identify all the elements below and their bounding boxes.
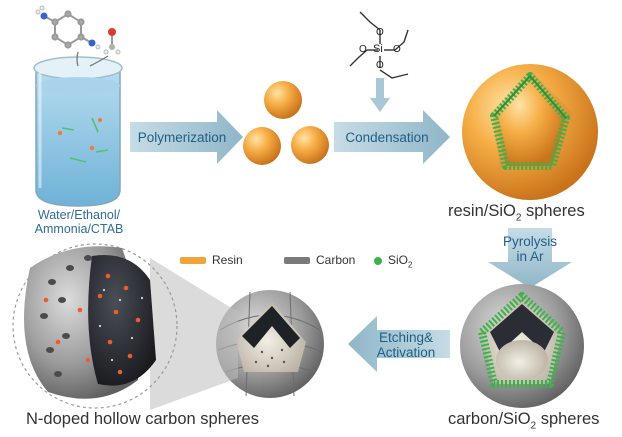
pyrolysis-arrow [488, 228, 572, 288]
teos-o-bottom: O [376, 60, 384, 71]
pyrolysis-line1: Pyrolysis [502, 234, 557, 249]
polymerization-arrow [130, 110, 243, 164]
legend-resin-swatch [180, 257, 206, 264]
beaker-label-line2: Ammonia/CTAB [34, 222, 124, 236]
etching-line1: Etching& [378, 330, 434, 345]
condensation-label: Condensation [345, 130, 429, 145]
teos-si-label: Si [373, 43, 383, 55]
carbon-sio2-caption-sub: 2 [530, 420, 537, 432]
legend-carbon-swatch [284, 257, 310, 264]
resin-sio2-caption-prefix: resin/SiO [448, 202, 516, 220]
beaker [33, 56, 123, 207]
magnified-sphere [12, 243, 178, 409]
legend-sio2-swatch [374, 257, 382, 265]
teos-o-right: O [393, 44, 401, 55]
etching-arrow [348, 316, 450, 372]
carbon-sio2-caption-suffix: spheres [536, 410, 600, 428]
legend-sio2-prefix: SiO [388, 253, 409, 267]
resin-sio2-caption-suffix: spheres [521, 202, 585, 220]
condensation-arrow [334, 78, 450, 164]
beaker-label: Water/Ethanol/ Ammonia/CTAB [20, 208, 138, 236]
legend-resin-label: Resin [212, 253, 243, 267]
legend-carbon-label: Carbon [316, 253, 356, 267]
resin-sio2-caption: resin/SiO2 spheres [448, 202, 585, 223]
resin-spheres [243, 81, 329, 165]
phenylenediamine-molecule [35, 5, 101, 50]
resin-sio2-caption-sub: 2 [515, 212, 522, 224]
carbon-sio2-sphere [460, 284, 584, 408]
etching-line2: Activation [376, 345, 436, 360]
carbon-sio2-caption: carbon/SiO2 spheres [448, 410, 599, 431]
zoom-funnel [150, 258, 238, 410]
hollow-sphere [216, 290, 324, 398]
beaker-label-line1: Water/Ethanol/ [37, 208, 121, 222]
resin-sio2-sphere [462, 64, 598, 200]
legend-sio2-label: SiO2 [388, 253, 412, 269]
hollow-caption: N-doped hollow carbon spheres [26, 410, 259, 428]
teos-o-left: O [359, 44, 367, 55]
legend-sio2-sub: 2 [408, 260, 413, 270]
etching-label: Etching& Activation [366, 330, 446, 360]
teos-molecule [349, 11, 409, 79]
pyrolysis-label: Pyrolysis in Ar [490, 234, 570, 264]
carbon-sio2-caption-prefix: carbon/SiO [448, 410, 531, 428]
polymerization-label: Polymerization [137, 130, 227, 145]
pyrolysis-line2: in Ar [516, 249, 544, 264]
formaldehyde-molecule [103, 28, 121, 55]
teos-o-top: O [376, 27, 384, 38]
